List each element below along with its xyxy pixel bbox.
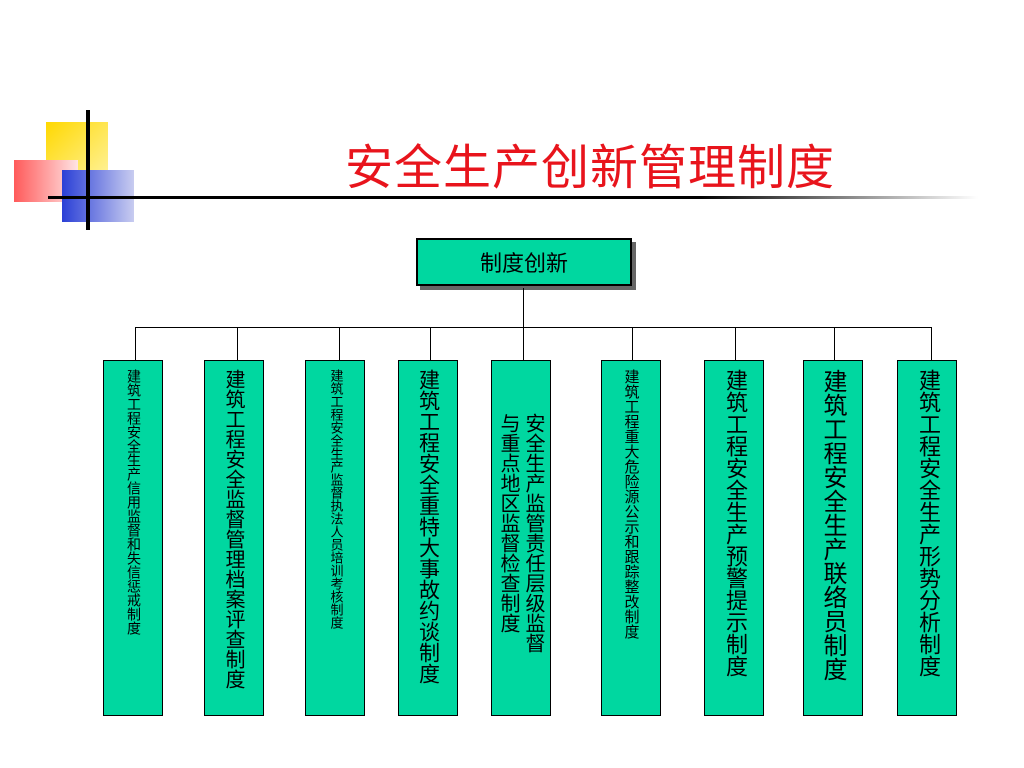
- connector-drop-6: [632, 327, 633, 360]
- connector-root-down: [523, 288, 524, 328]
- item-label-4: 建筑工程安全重特大事故约谈制度: [416, 369, 441, 684]
- connector-drop-7: [735, 327, 736, 360]
- item-label-8: 建筑工程安全生产联络员制度: [819, 369, 847, 681]
- item-label-6: 建筑工程重大危险源公示和跟踪整改制度: [622, 369, 641, 639]
- item-box-6: 建筑工程重大危险源公示和跟踪整改制度: [601, 360, 661, 716]
- item-box-5: 安全生产监管责任层级监督与重点地区监督检查制度: [491, 360, 551, 716]
- item-box-9: 建筑工程安全生产形势分析制度: [897, 360, 957, 716]
- connector-drop-1: [135, 327, 136, 360]
- page-title: 安全生产创新管理制度: [344, 140, 835, 196]
- root-node: 制度创新: [416, 238, 632, 286]
- item-box-7: 建筑工程安全生产预警提示制度: [704, 360, 764, 716]
- decor-vertical-line: [86, 110, 90, 230]
- root-node-label: 制度创新: [479, 252, 568, 277]
- item-box-1: 建筑工程安全生产信用监督和失信惩戒制度: [103, 360, 163, 716]
- item-label-5: 安全生产监管责任层级监督与重点地区监督检查制度: [497, 413, 546, 653]
- connector-drop-4: [430, 327, 431, 360]
- connector-drop-9: [931, 327, 932, 360]
- item-box-4: 建筑工程安全重特大事故约谈制度: [398, 360, 458, 716]
- item-box-8: 建筑工程安全生产联络员制度: [803, 360, 863, 716]
- item-label-9: 建筑工程安全生产形势分析制度: [915, 369, 940, 677]
- connector-drop-5: [523, 327, 524, 360]
- item-label-1: 建筑工程安全生产信用监督和失信惩戒制度: [125, 369, 141, 635]
- item-label-7: 建筑工程安全生产预警提示制度: [722, 369, 747, 677]
- connector-horizontal: [135, 327, 932, 328]
- item-box-2: 建筑工程安全监督管理档案评查制度: [204, 360, 264, 716]
- connector-drop-2: [237, 327, 238, 360]
- item-label-2: 建筑工程安全监督管理档案评查制度: [222, 369, 246, 689]
- connector-drop-8: [834, 327, 835, 360]
- item-label-3: 建筑工程安全生产监督执法人员培训考核制度: [327, 369, 343, 629]
- item-box-3: 建筑工程安全生产监督执法人员培训考核制度: [305, 360, 365, 716]
- connector-drop-3: [339, 327, 340, 360]
- decor-horizontal-line: [48, 196, 978, 199]
